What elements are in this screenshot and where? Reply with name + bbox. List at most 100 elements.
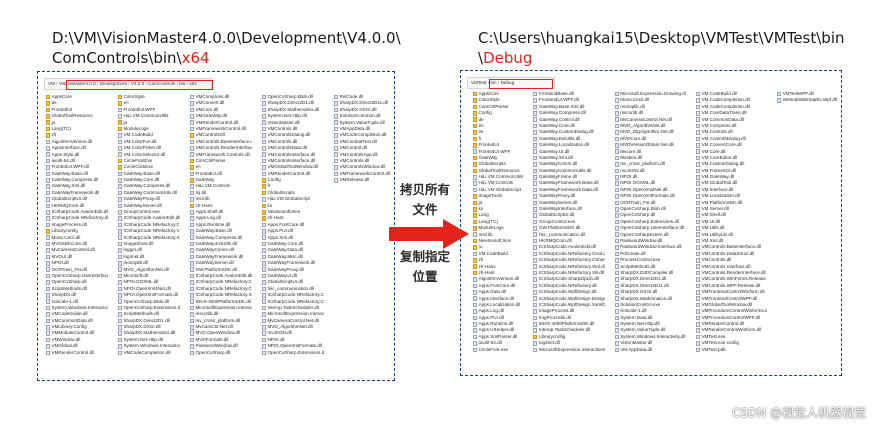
file-item[interactable]: Mono.Cecil.dll [614, 97, 686, 103]
file-item[interactable]: VisionMaster.dll [614, 340, 686, 346]
file-item[interactable]: VMControls.RenderInterface.dll [695, 270, 767, 276]
file-item[interactable]: OpenCvSharp.Blob.dll [261, 94, 324, 100]
file-item[interactable]: VM.ColorFun.dll [117, 139, 180, 145]
file-item[interactable]: VMGlobal.dll [46, 343, 108, 349]
file-item[interactable]: ru [473, 244, 523, 250]
file-item[interactable]: System.Net.Http.dll [614, 321, 686, 327]
file-item[interactable]: CircleFont.exe [473, 347, 523, 353]
file-item[interactable]: ImgProcUtils.dll [533, 315, 604, 321]
file-item[interactable]: VMLibrary.Config [46, 324, 108, 330]
file-item[interactable]: FrontedUI.WPF [117, 107, 180, 113]
file-item[interactable]: VMRenderControl.dll [695, 321, 767, 327]
source-breadcrumb[interactable]: VM › VisionMaster4.0.0 › Development › V… [44, 78, 213, 90]
file-item[interactable]: GateWay.Control.dll [533, 117, 604, 123]
file-item[interactable]: VM.Localization.dll [695, 193, 767, 199]
target-breadcrumb[interactable]: VMTest › bin › Debug [467, 77, 555, 89]
file-item[interactable]: GateWayCommonUtils.dll [533, 168, 604, 174]
file-item[interactable]: ScriptMethods.dll [46, 286, 108, 292]
file-item[interactable]: NPOI.OOXML.dll [117, 279, 180, 285]
file-item[interactable]: ICSharpCode.NRefactory.CSharp.dll [533, 257, 605, 263]
file-item[interactable]: VM.GateWay.dll [695, 174, 767, 180]
file-item[interactable]: VMTest.exe.config [695, 340, 767, 346]
file-item[interactable]: VM.Compress.dll [695, 123, 767, 129]
file-item[interactable]: fr [261, 183, 324, 189]
file-item[interactable]: zh [46, 132, 108, 138]
file-item[interactable]: Lang [473, 212, 523, 218]
file-item[interactable]: System.Data.dll [614, 315, 686, 321]
file-item[interactable]: GateWay.Core.dll [117, 177, 180, 183]
file-item[interactable]: VMProcedureControlWinforms.dll [695, 308, 767, 314]
file-item[interactable]: ICSharpCode.AvalonEdit.dll [533, 244, 604, 250]
file-item[interactable]: NPOI.OpenXml4Net.dll [614, 187, 686, 193]
file-item[interactable]: SharpDX.Mathematics.dll [117, 330, 180, 336]
file-item[interactable]: Lang(TC) [46, 126, 108, 132]
file-item[interactable]: GateWay.Core.dll [533, 123, 604, 129]
file-item[interactable]: ProcessControl.exe [614, 257, 686, 263]
file-item[interactable]: NPOI.OpenXml4Net.dll [117, 286, 180, 292]
file-item[interactable]: mvJSON.dll [614, 168, 686, 174]
file-item[interactable]: Apps.Style.dll [46, 152, 108, 158]
file-item[interactable]: SolutionCommon.dll [333, 113, 390, 119]
file-item[interactable]: OpenCvSharp.Blob.dll [614, 206, 686, 212]
file-item[interactable]: Apps.Xml.dll [261, 235, 324, 241]
file-item[interactable]: System.Windows.Interactivity.dll [614, 334, 686, 340]
file-item[interactable]: System.ValueTuple.dll [333, 120, 390, 126]
file-item[interactable]: VMCodeGuide.dll [46, 311, 108, 317]
file-item[interactable]: VM.CoreEditor.dll [695, 155, 767, 161]
file-item[interactable]: VMProcedureControlWPF.dll [695, 315, 767, 321]
file-item[interactable]: MVDVersionObtain.Net.dll [614, 142, 686, 148]
file-item[interactable]: MvCameraControl.Net.dll [614, 117, 686, 123]
file-item[interactable]: OpenCvSharp.dll [189, 350, 252, 356]
file-item[interactable]: MVD.OpenWindow.dll [189, 330, 252, 336]
file-item[interactable]: ICSharpCode.WpfDesign.Designer.dll [533, 296, 605, 302]
file-item[interactable]: NPOI.OOXML.dll [614, 180, 686, 186]
file-item[interactable]: VMTest.exe [695, 334, 767, 340]
file-item[interactable]: VMCombatTest.dll [333, 139, 390, 145]
file-item[interactable]: GateWay [189, 177, 252, 183]
file-item[interactable]: VMFrontendControlWPF.dll [695, 296, 767, 302]
file-item[interactable]: VM.UI.dll [695, 219, 767, 225]
file-item[interactable]: PdCreate.dll [614, 251, 686, 257]
file-item[interactable]: OpenCvSharp.Blob.dll [117, 299, 180, 305]
file-item[interactable]: VM.ComDataTrans.dll [695, 110, 767, 116]
file-item[interactable]: VM.AppData.dll [614, 347, 686, 353]
file-item[interactable]: ICSharpCode.NRefactory.CSharp.dll [189, 286, 252, 292]
file-item[interactable]: VMFramework.Controls.dll [189, 152, 252, 158]
file-item[interactable]: VMCodeCompletion.dll [333, 132, 390, 138]
file-item[interactable]: ICSharpCode.NRefactory.CSharp.dll [117, 222, 180, 228]
file-item[interactable]: GateWayFramework.Data.dll [533, 187, 604, 193]
file-item[interactable]: Apps.FontCore.dll [261, 222, 324, 228]
file-item[interactable]: SharpDX.Direct3D11.dll [333, 100, 390, 106]
file-item[interactable]: NewtonsoftJson [261, 209, 324, 215]
file-item[interactable]: NewtonsoftJson [473, 238, 523, 244]
file-item[interactable]: mv_cross_platform.dll [189, 318, 252, 324]
file-item[interactable]: OpenCvSharpExtern.dll [614, 232, 686, 238]
file-item[interactable]: ImageProcess.dll [533, 308, 604, 314]
file-item[interactable]: VM.FrameCtrl.dll [695, 168, 767, 174]
file-item[interactable]: PasswordWindow.Interface.dll [614, 244, 686, 250]
file-item[interactable]: ja [46, 120, 108, 126]
file-item[interactable]: ModuleLogs [117, 126, 180, 132]
file-item[interactable]: FrontendUI.WPF.dll [533, 97, 604, 103]
file-item[interactable]: VM.Shell.dll [695, 212, 767, 218]
file-item[interactable]: GateWay.Xml.dll [533, 155, 604, 161]
file-item[interactable]: VMWindow.dll [46, 337, 108, 343]
file-item[interactable]: sciscale-1.dll [46, 299, 108, 305]
file-item[interactable]: VMFrontendControlWinform.dll [695, 289, 767, 295]
file-item[interactable]: GateWay.CustomDialog.dll [533, 129, 604, 135]
file-item[interactable]: OpenCvSharp.Extensions.dll [117, 305, 180, 311]
file-item[interactable]: sciscale-1.dll [614, 308, 686, 314]
file-item[interactable]: ImageProcess.dll [46, 222, 108, 228]
file-item[interactable]: OpenCvSharp.Extensions.dll [261, 350, 324, 356]
file-item[interactable]: Mvsbee.dll [614, 155, 686, 161]
file-item[interactable]: Mono.Cecil.dll [46, 235, 108, 241]
file-item[interactable]: hkc_communication.dll [533, 232, 604, 238]
file-item[interactable]: zh-Hant [473, 270, 523, 276]
file-item[interactable]: VMControls.BaseInterface.dll [189, 139, 252, 145]
file-item[interactable]: de [473, 117, 523, 123]
file-item[interactable]: GateWay.ExtUtils.dll [533, 136, 604, 142]
file-item[interactable]: VM.Server.dll [695, 206, 767, 212]
file-item[interactable]: Microsoft.dll [117, 273, 180, 279]
file-item[interactable]: VMControlsData.dll [261, 145, 324, 151]
file-item[interactable]: VMCore.dll [189, 107, 252, 113]
